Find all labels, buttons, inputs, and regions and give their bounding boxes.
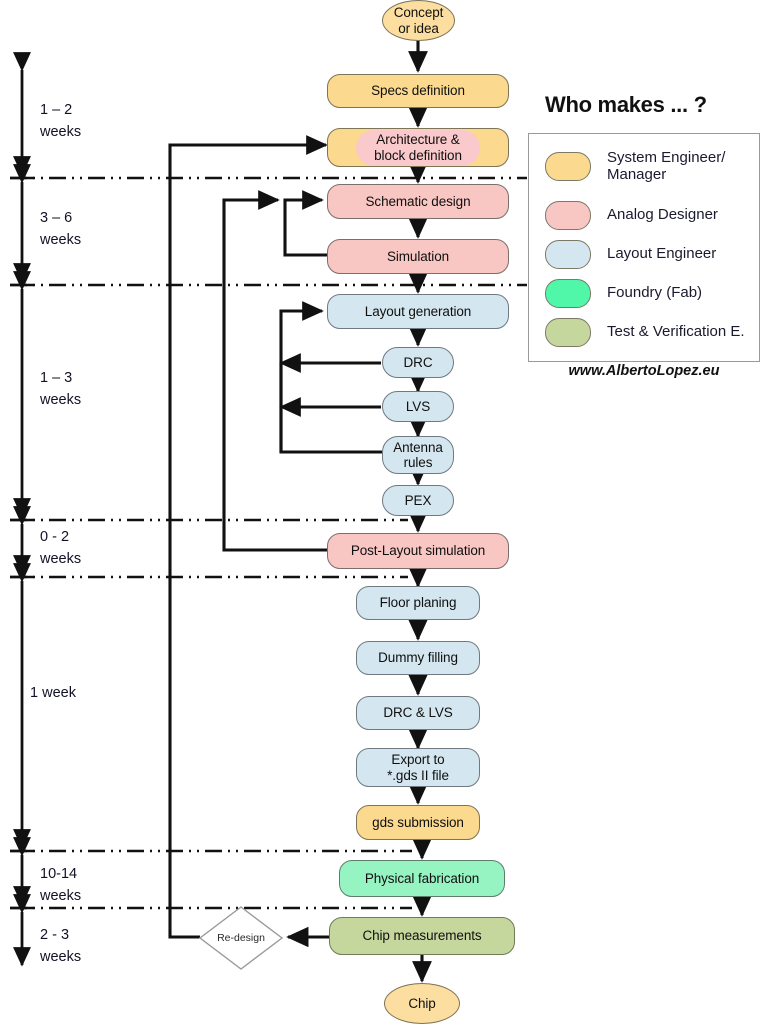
timeline-label-1: 1 – 2 weeks: [40, 100, 150, 144]
node-drc-and-lvs[interactable]: DRC & LVS: [356, 696, 480, 730]
legend-swatch-system-engineer: [545, 152, 591, 182]
timeline-label-6-line2: weeks: [40, 887, 82, 904]
node-chip-measurements[interactable]: Chip measurements: [329, 917, 515, 955]
timeline-label-6-line1: 10-14: [40, 866, 78, 882]
legend-box: System Engineer/Manager Analog Designer …: [528, 133, 760, 362]
legend-label-foundry: Foundry (Fab): [607, 284, 703, 302]
timeline-label-2-line1: 3 – 6: [40, 210, 73, 226]
legend-item-layout-engineer: Layout Engineer: [545, 240, 716, 269]
legend-label-analog-designer: Analog Designer: [607, 206, 718, 224]
legend-label-layout-engineer: Layout Engineer: [607, 245, 717, 263]
timeline-label-4: 0 - 2 weeks: [40, 527, 150, 571]
node-drc-lvs-label: DRC & LVS: [383, 705, 453, 721]
timeline-label-1-line2: weeks: [40, 123, 82, 140]
arrow-postlayout-to-schematic: [222, 190, 327, 552]
legend-title: Who makes ... ?: [545, 92, 707, 117]
arrow-simulation-to-schematic: [283, 190, 327, 257]
phase-dividers: [10, 176, 527, 910]
timeline-label-2: 3 – 6 weeks: [40, 208, 150, 252]
timeline-label-4-line2: weeks: [40, 550, 82, 567]
timeline-label-7-line2: weeks: [40, 948, 82, 965]
node-pex-label: PEX: [404, 492, 432, 508]
timeline-label-4-line1: 0 - 2: [40, 529, 70, 545]
legend-swatch-analog-designer: [545, 201, 591, 230]
node-schematic-design[interactable]: Schematic design: [327, 184, 509, 219]
architecture-highlight: [356, 129, 480, 166]
legend-swatch-test-verification: [545, 318, 591, 347]
node-specs-label: Specs definition: [371, 83, 465, 99]
arrow-redesign-to-architecture: [168, 135, 328, 939]
node-architecture-block-definition[interactable]: Architecture &block definition: [327, 128, 509, 167]
node-layout-generation[interactable]: Layout generation: [327, 294, 509, 329]
arrow-antenna-back: [279, 301, 382, 454]
node-post-layout-label: Post-Layout simulation: [350, 543, 486, 559]
node-chip-measurements-label: Chip measurements: [362, 928, 482, 944]
timeline-label-2-line2: weeks: [40, 231, 82, 248]
timeline-label-7: 2 - 3 weeks: [40, 925, 150, 969]
node-redesign[interactable]: Re-design: [200, 907, 282, 969]
node-gds-submission[interactable]: gds submission: [356, 805, 480, 840]
node-gds-submission-label: gds submission: [372, 814, 464, 830]
node-specs-definition[interactable]: Specs definition: [327, 74, 509, 108]
node-export-gds[interactable]: Export to*.gds II file: [356, 748, 480, 787]
legend-swatch-foundry: [545, 279, 591, 308]
node-export-gds-label: Export to*.gds II file: [387, 752, 449, 783]
node-redesign-label: Re-design: [217, 932, 265, 944]
node-lvs-label: LVS: [405, 398, 431, 414]
redesign-diamond: [198, 906, 284, 970]
legend-item-analog-designer: Analog Designer: [545, 201, 718, 230]
legend-item-foundry: Foundry (Fab): [545, 279, 702, 308]
node-layout-generation-label: Layout generation: [364, 303, 472, 319]
timeline-label-5: 1 week: [30, 683, 140, 705]
timeline-label-5-line1: 1 week: [30, 685, 76, 701]
timeline-label-3-line2: weeks: [40, 391, 82, 408]
timeline-label-6: 10-14 weeks: [40, 864, 150, 908]
legend-label-test-verification: Test & Verification E.: [607, 323, 745, 341]
legend-url: www.AlbertoLopez.eu: [568, 363, 720, 379]
node-architecture-label: Architecture &block definition: [374, 132, 462, 163]
node-simulation-label: Simulation: [386, 248, 450, 264]
timeline-label-1-line1: 1 – 2: [40, 102, 73, 118]
legend-label-system-engineer: System Engineer/Manager: [607, 149, 726, 183]
node-floor-planing[interactable]: Floor planing: [356, 586, 480, 620]
node-physical-fabrication[interactable]: Physical fabrication: [339, 860, 505, 897]
flow-arrows: [168, 40, 432, 983]
node-drc[interactable]: DRC: [382, 347, 454, 378]
legend-item-test-verification: Test & Verification E.: [545, 318, 745, 347]
node-drc-label: DRC: [403, 354, 433, 370]
node-dummy-filling-label: Dummy filling: [378, 650, 458, 666]
timeline-label-3-line1: 1 – 3: [40, 370, 73, 386]
node-physical-fabrication-label: Physical fabrication: [364, 870, 480, 886]
node-floor-planing-label: Floor planing: [379, 595, 457, 611]
timeline-label-7-line1: 2 - 3: [40, 927, 70, 943]
legend-swatch-layout-engineer: [545, 240, 591, 269]
node-post-layout-simulation[interactable]: Post-Layout simulation: [327, 533, 509, 569]
timeline-axis: [10, 52, 34, 967]
node-pex[interactable]: PEX: [382, 485, 454, 516]
node-dummy-filling[interactable]: Dummy filling: [356, 641, 480, 675]
node-lvs[interactable]: LVS: [382, 391, 454, 422]
timeline-label-3: 1 – 3 weeks: [40, 368, 150, 412]
legend-item-system-engineer: System Engineer/Manager: [545, 149, 726, 184]
node-chip-label: Chip: [408, 995, 436, 1011]
node-chip[interactable]: Chip: [384, 983, 460, 1024]
node-schematic-label: Schematic design: [365, 193, 471, 209]
node-simulation[interactable]: Simulation: [327, 239, 509, 274]
